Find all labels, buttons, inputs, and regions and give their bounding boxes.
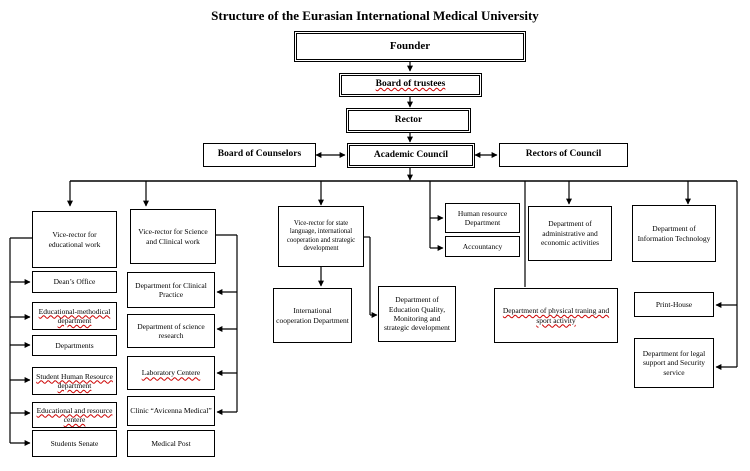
rector-box: Rector bbox=[346, 108, 471, 133]
educational-resource-label: Educational and resource centere bbox=[36, 405, 113, 424]
clinical-practice-box: Department for Clinical Practice bbox=[127, 272, 215, 308]
board-of-counselors-box: Board of Counselors bbox=[203, 143, 316, 167]
legal-support-box: Department for legal support and Securit… bbox=[634, 338, 714, 388]
physical-training-label: Department of physical traning and sport… bbox=[502, 306, 610, 325]
dept-it-box: Department of Information Technology bbox=[632, 205, 716, 262]
vr-state-language-box: Vice-rector for state language, internat… bbox=[278, 206, 364, 267]
student-hr-box: Student Human Resource department bbox=[32, 367, 117, 395]
science-research-box: Department of science research bbox=[127, 314, 215, 348]
board-of-trustees-label: Board of trustees bbox=[375, 79, 446, 90]
educational-methodical-box: Educational-methodical department bbox=[32, 302, 117, 330]
human-resource-box: Human resource Department bbox=[445, 203, 520, 233]
academic-council-box: Academic Council bbox=[347, 143, 475, 168]
founder-box: Founder bbox=[294, 31, 526, 62]
departments-box: Departments bbox=[32, 335, 117, 356]
dept-administrative-box: Department of administrative and economi… bbox=[528, 206, 612, 261]
international-coop-box: International cooperation Department bbox=[273, 288, 352, 343]
vr-educational-box: Vice-rector for educational work bbox=[32, 211, 117, 268]
chart-title: Structure of the Eurasian International … bbox=[211, 8, 539, 23]
student-hr-label: Student Human Resource department bbox=[36, 371, 113, 390]
vr-science-box: Vice-rector for Science and Clinical wor… bbox=[130, 209, 216, 264]
board-of-trustees-box: Board of trustees bbox=[339, 73, 482, 97]
students-senate-box: Students Senate bbox=[32, 430, 117, 457]
educational-resource-box: Educational and resource centere bbox=[32, 402, 117, 428]
accountancy-box: Accountancy bbox=[445, 236, 520, 257]
laboratory-label: Laboratory Centere bbox=[141, 368, 201, 378]
physical-training-box: Department of physical traning and sport… bbox=[494, 288, 618, 343]
education-quality-box: Department of Education Quality, Monitor… bbox=[378, 286, 456, 342]
rectors-of-council-box: Rectors of Council bbox=[499, 143, 628, 167]
deans-office-box: Dean’s Office bbox=[32, 271, 117, 293]
clinic-avicenna-box: Clinic “Avicenna Medical” bbox=[127, 396, 215, 426]
laboratory-box: Laboratory Centere bbox=[127, 356, 215, 390]
print-house-box: Print-House bbox=[634, 292, 714, 317]
medical-post-box: Medical Post bbox=[127, 430, 215, 457]
educational-methodical-label: Educational-methodical department bbox=[38, 306, 111, 325]
